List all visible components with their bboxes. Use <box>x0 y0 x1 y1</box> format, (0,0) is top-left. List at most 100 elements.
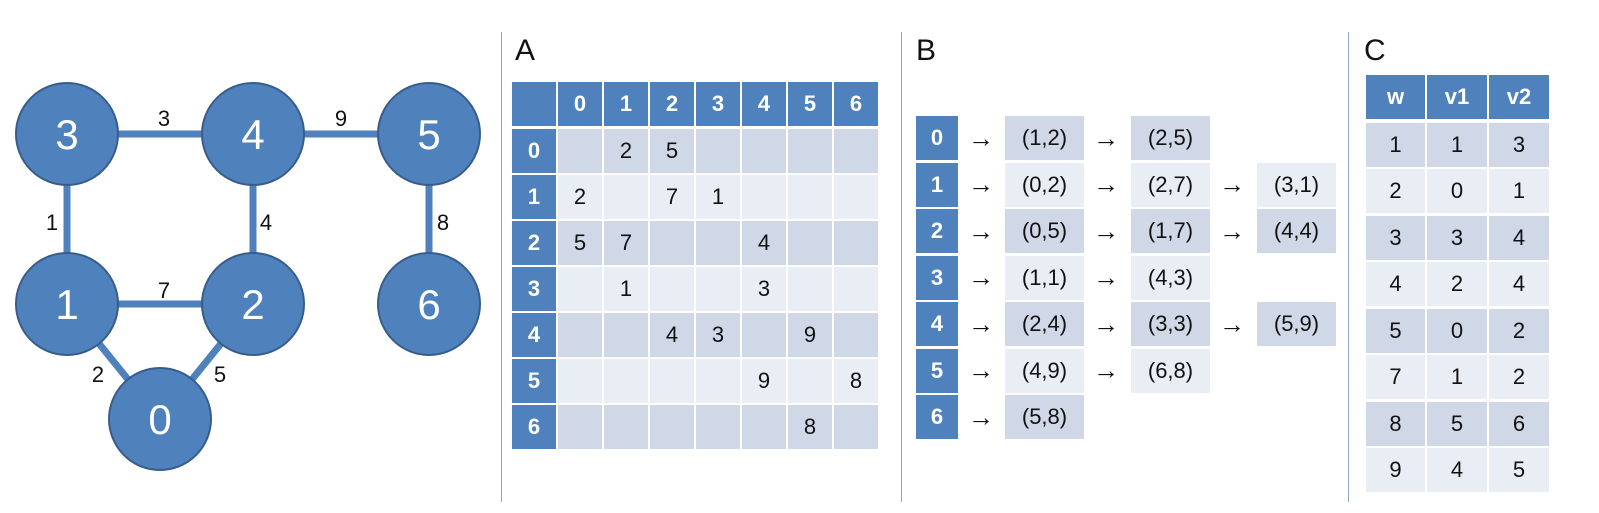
matrix-cell <box>834 221 878 265</box>
matrix-cell <box>696 267 740 311</box>
arrow-icon: → <box>968 355 994 385</box>
edge-table-cell: 4 <box>1427 448 1487 492</box>
arrow-icon: → <box>1093 355 1119 385</box>
node-4: 4 <box>201 82 305 186</box>
edge-table-cell: 0 <box>1427 169 1487 213</box>
edge-table-cell: 1 <box>1489 169 1549 213</box>
matrix-cell <box>604 313 648 357</box>
edge-weight-1-2: 7 <box>158 278 170 303</box>
matrix-cell <box>604 405 648 449</box>
arrow-icon: → <box>968 401 994 432</box>
edge-table-cell: 2 <box>1489 308 1549 353</box>
list-vertex-header: 4 <box>916 302 958 346</box>
matrix-cell: 3 <box>696 313 740 357</box>
list-vertex-header: 6 <box>916 395 958 439</box>
arrow-icon: → <box>1093 262 1119 292</box>
edge-table-cell: 3 <box>1489 122 1549 167</box>
edge-table-cell: 4 <box>1489 215 1549 260</box>
matrix-cell <box>558 129 602 173</box>
arrow-icon: → <box>1219 169 1245 199</box>
matrix-cell: 3 <box>742 267 786 311</box>
matrix-cell <box>834 129 878 173</box>
matrix-col-header: 2 <box>650 82 694 126</box>
node-label: 2 <box>241 281 264 328</box>
edge-weight-3-4: 3 <box>158 106 170 131</box>
arrow-icon: → <box>1093 215 1119 246</box>
edge-table-cell: 8 <box>1366 401 1425 446</box>
matrix-cell: 4 <box>650 313 694 357</box>
matrix-cell: 1 <box>604 267 648 311</box>
edge-table-cell: 5 <box>1489 448 1549 492</box>
edge-table-cell: 4 <box>1489 262 1549 306</box>
edge-table-cell: 2 <box>1366 169 1425 213</box>
edge-table-cell: 2 <box>1489 355 1549 399</box>
node-label: 6 <box>417 281 440 328</box>
node-0: 0 <box>108 367 212 471</box>
matrix-col-header: 5 <box>788 82 832 126</box>
list-node: (2,7) <box>1131 162 1210 207</box>
matrix-cell: 5 <box>558 221 602 265</box>
node-circle <box>201 252 305 356</box>
list-node: (5,9) <box>1257 302 1336 346</box>
list-vertex-header: 0 <box>916 116 958 160</box>
edge-table-cell: 1 <box>1427 355 1487 399</box>
panel-a-label: A <box>515 34 536 67</box>
list-node: (3,1) <box>1257 162 1336 207</box>
edge-table-cell: 5 <box>1427 401 1487 446</box>
list-node: (1,7) <box>1131 209 1210 253</box>
node-3: 3 <box>15 82 119 186</box>
matrix-cell <box>696 359 740 403</box>
panel-b-label: B <box>916 34 937 67</box>
edge-table-cell: 0 <box>1427 308 1487 353</box>
matrix-cell: 7 <box>604 221 648 265</box>
node-circle <box>201 82 305 186</box>
matrix-cell <box>742 129 786 173</box>
matrix-cell: 7 <box>650 175 694 219</box>
node-circle <box>108 367 212 471</box>
list-vertex-header: 5 <box>916 348 958 393</box>
matrix-cell <box>558 359 602 403</box>
node-circle <box>377 82 481 186</box>
edge-table-cell: 6 <box>1489 401 1549 446</box>
edge-table-cell: 3 <box>1366 215 1425 260</box>
matrix-col-header: 0 <box>558 82 602 126</box>
edge-table-header: v1 <box>1427 75 1487 119</box>
matrix-cell <box>788 175 832 219</box>
matrix-row-header: 6 <box>512 405 556 449</box>
edge-table-header: v2 <box>1489 75 1549 119</box>
matrix-col-header: 3 <box>696 82 740 126</box>
list-node: (0,2) <box>1005 162 1084 207</box>
arrow-icon: → <box>1219 308 1245 339</box>
list-vertex-header: 1 <box>916 162 958 207</box>
matrix-cell <box>650 359 694 403</box>
edge-weight-3-1: 1 <box>46 210 58 235</box>
edge-table-cell: 2 <box>1427 262 1487 306</box>
matrix-cell <box>650 267 694 311</box>
matrix-cell <box>558 267 602 311</box>
matrix-cell <box>788 129 832 173</box>
matrix-corner <box>512 82 556 126</box>
node-label: 5 <box>417 111 440 158</box>
matrix-cell: 2 <box>604 129 648 173</box>
list-node: (4,9) <box>1005 348 1084 393</box>
edge-table-cell: 4 <box>1366 262 1425 306</box>
matrix-cell <box>604 359 648 403</box>
arrow-icon: → <box>1093 308 1119 339</box>
matrix-row-header: 0 <box>512 129 556 173</box>
list-node: (2,5) <box>1131 116 1210 160</box>
panel-c-label: C <box>1364 34 1386 67</box>
arrow-icon: → <box>1093 169 1119 199</box>
matrix-cell <box>742 313 786 357</box>
matrix-cell <box>696 129 740 173</box>
matrix-col-header: 4 <box>742 82 786 126</box>
list-node: (2,4) <box>1005 302 1084 346</box>
matrix-cell <box>650 405 694 449</box>
matrix-cell <box>788 221 832 265</box>
divider-b <box>901 32 902 502</box>
node-label: 1 <box>55 281 78 328</box>
list-node: (6,8) <box>1131 348 1210 393</box>
matrix-cell <box>742 405 786 449</box>
